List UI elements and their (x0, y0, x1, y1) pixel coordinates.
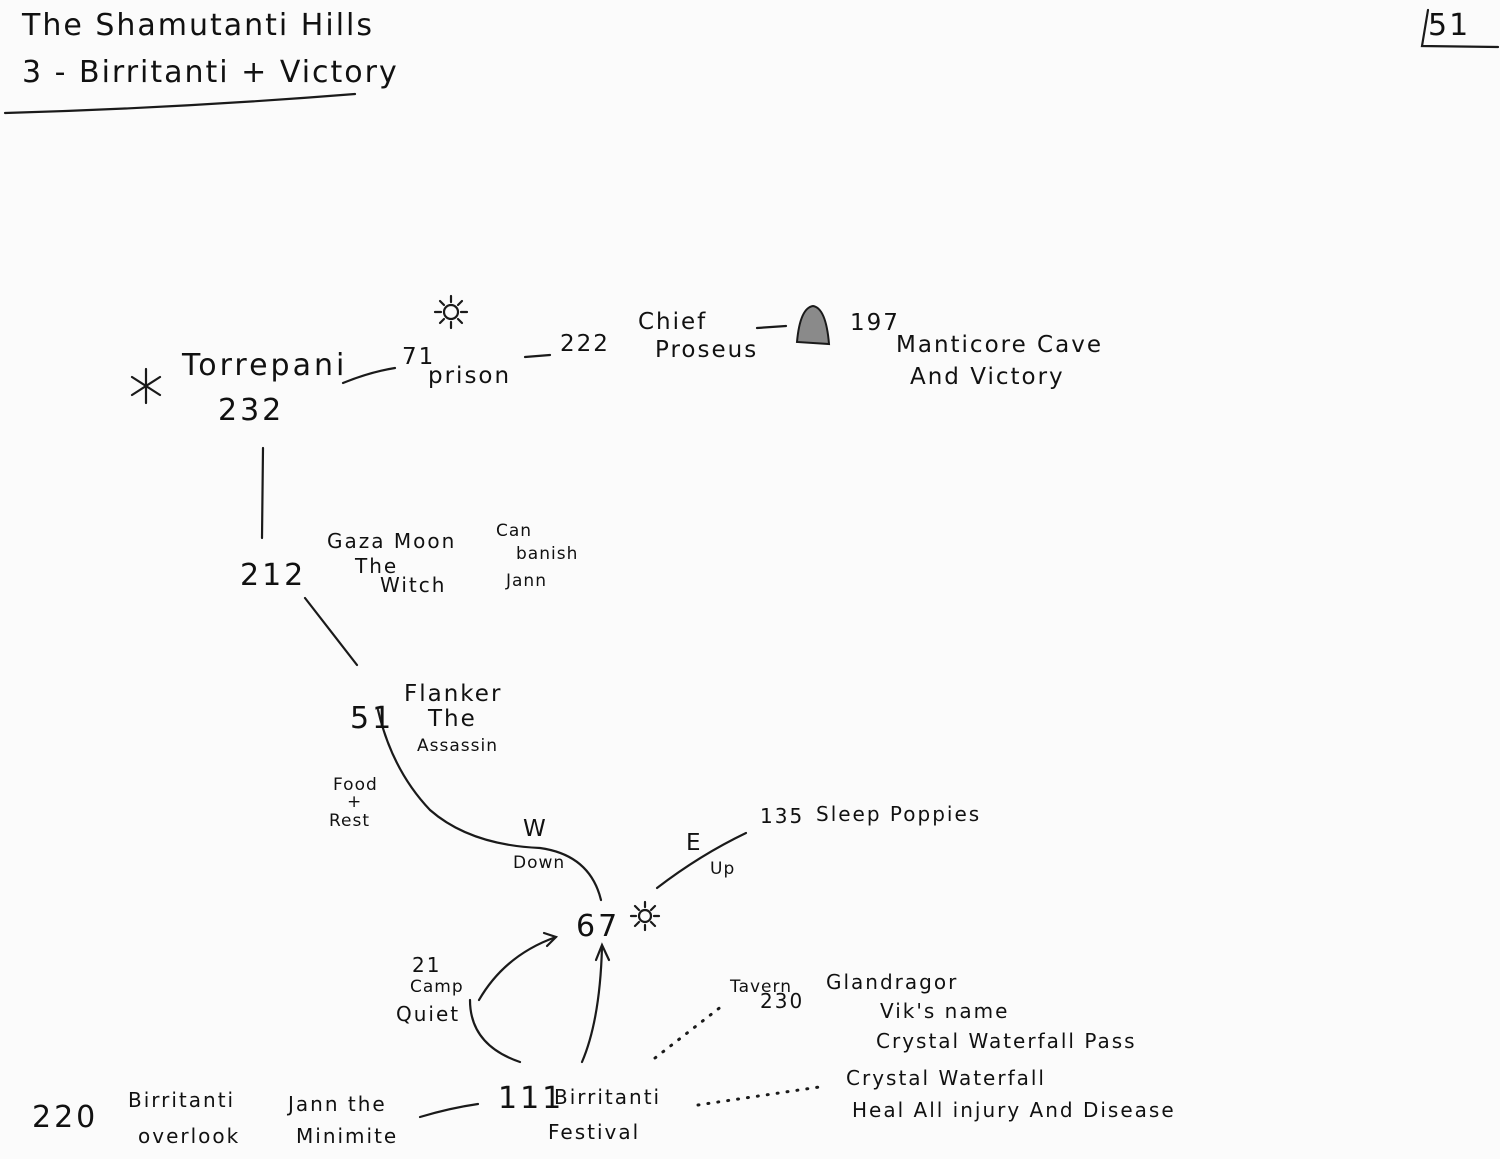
torrepani-label: Torrepani (181, 348, 347, 383)
witch-number: 212 (240, 558, 306, 593)
edge-label-east: E (686, 830, 703, 856)
chief-number: 222 (560, 331, 610, 357)
overlook-number: 220 (32, 1100, 98, 1135)
witch-note-line1: Can (496, 521, 532, 541)
prison-label: prison (428, 363, 511, 389)
sleep-label: Sleep Poppies (816, 802, 981, 826)
tavern-line3: Crystal Waterfall Pass (876, 1029, 1137, 1053)
chief-label-line2: Proseus (655, 337, 758, 363)
edge-torrepani-witch (260, 446, 265, 540)
overlook-label-line1: Birritanti (128, 1088, 235, 1112)
arrowhead-camp-hub (542, 931, 559, 948)
witch-note-line2: banish (516, 544, 578, 564)
page-number-bracket (1420, 8, 1500, 49)
assassin-label-line1: Flanker (404, 681, 502, 707)
edge-hub-sleep (655, 831, 748, 890)
jann-line2: Minimite (296, 1124, 398, 1148)
waterfall-line2: Heal All injury And Disease (852, 1098, 1176, 1122)
torrepani-number: 232 (218, 393, 284, 428)
asterisk-icon (130, 367, 162, 405)
sun-icon (433, 294, 469, 330)
assassin-label-line2: The (427, 706, 477, 732)
tavern-label: Tavern (729, 977, 792, 997)
edge-camp-hub (477, 935, 558, 1002)
manticore-label-line2: And Victory (910, 364, 1065, 390)
chief-label-line1: Chief (638, 309, 707, 335)
edge-chief-cave (755, 324, 788, 330)
title-underline (3, 92, 357, 115)
edge-festival-waterfall-dotted (696, 1084, 828, 1107)
waterfall-line1: Crystal Waterfall (846, 1066, 1046, 1090)
witch-label-line2: The (354, 554, 398, 578)
tavern-line2: Vik's name (880, 999, 1009, 1023)
tavern-name: Glandragor (826, 970, 958, 994)
sun-icon (629, 900, 661, 932)
prison-number: 71 (402, 344, 435, 370)
food-rest-line2: + (347, 792, 362, 812)
food-rest-line1: Food (333, 775, 378, 795)
hub-number: 67 (576, 909, 620, 944)
camp-line1: 21 (412, 953, 441, 977)
edge-witch-assassin (303, 596, 359, 667)
edge-festival-tavern-dotted (653, 1004, 724, 1060)
map-subtitle: 3 - Birritanti + Victory (22, 55, 399, 90)
map-title: The Shamutanti Hills (21, 8, 374, 43)
camp-line2: Camp (410, 977, 464, 997)
witch-label-line3: Witch (380, 573, 446, 597)
festival-number: 111 (498, 1081, 564, 1116)
camp-line3: Quiet (396, 1002, 460, 1026)
edge-festival-camp (468, 998, 522, 1064)
arrowhead-festival-hub (594, 942, 611, 962)
edge-label-west: W (523, 816, 548, 842)
page-number: 51 (1428, 8, 1470, 43)
tavern-number: 230 (760, 989, 804, 1013)
cave-icon (795, 304, 831, 346)
edge-festival-hub (580, 945, 604, 1064)
manticore-number: 197 (850, 310, 900, 336)
edge-prison-chief (523, 353, 552, 359)
witch-note-line3: Jann (505, 571, 547, 591)
edge-label-up: Up (710, 859, 735, 879)
edge-torrepani-prison (341, 366, 397, 385)
food-rest-line3: Rest (329, 811, 370, 831)
festival-label-line1: Birritanti (554, 1085, 661, 1109)
assassin-number: 51 (350, 701, 394, 736)
overlook-label-line2: overlook (138, 1124, 240, 1148)
sleep-number: 135 (760, 804, 804, 828)
edge-label-down: Down (513, 853, 565, 873)
edge-overlook-festival (418, 1102, 480, 1119)
witch-label-line1: Gaza Moon (327, 529, 456, 553)
manticore-label-line1: Manticore Cave (896, 332, 1103, 358)
jann-line1: Jann the (286, 1092, 387, 1116)
assassin-label-line3: Assassin (417, 736, 498, 756)
festival-label-line2: Festival (548, 1120, 640, 1144)
edge-assassin-hub (376, 708, 603, 902)
